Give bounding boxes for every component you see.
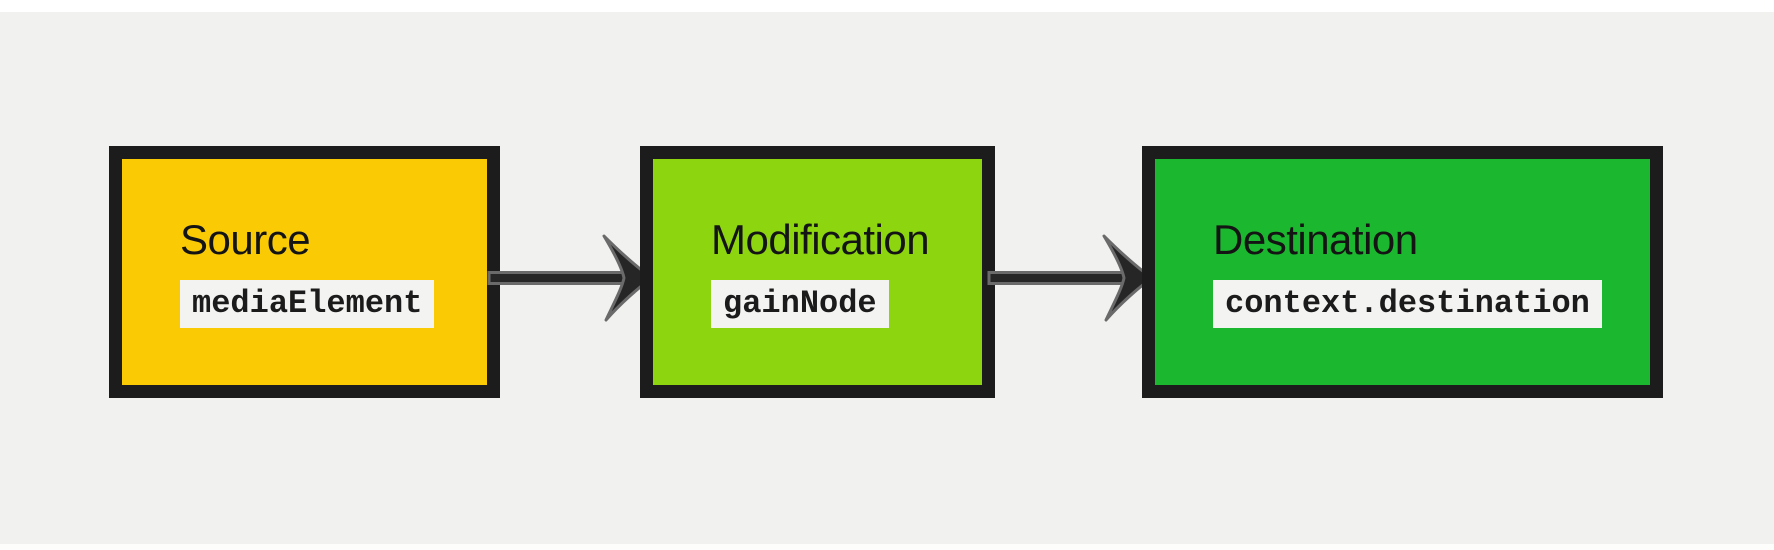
arrow-shaft	[487, 271, 628, 285]
arrow-modification-to-destination	[987, 234, 1154, 322]
node-destination-label: Destination	[1213, 216, 1418, 263]
arrow-shaft	[987, 271, 1128, 285]
bottom-strip	[0, 544, 1774, 550]
node-modification: Modification gainNode	[640, 146, 995, 398]
arrowhead	[602, 234, 654, 322]
node-destination-code-chip: context.destination	[1213, 280, 1602, 328]
node-modification-label: Modification	[711, 216, 930, 263]
top-strip	[0, 0, 1774, 12]
node-modification-code-chip: gainNode	[711, 280, 889, 328]
arrow-source-to-modification	[487, 234, 654, 322]
node-source: Source mediaElement	[109, 146, 500, 398]
node-destination: Destination context.destination	[1142, 146, 1663, 398]
arrowhead	[1102, 234, 1154, 322]
node-source-label: Source	[180, 216, 311, 263]
node-source-code-chip: mediaElement	[180, 280, 435, 328]
